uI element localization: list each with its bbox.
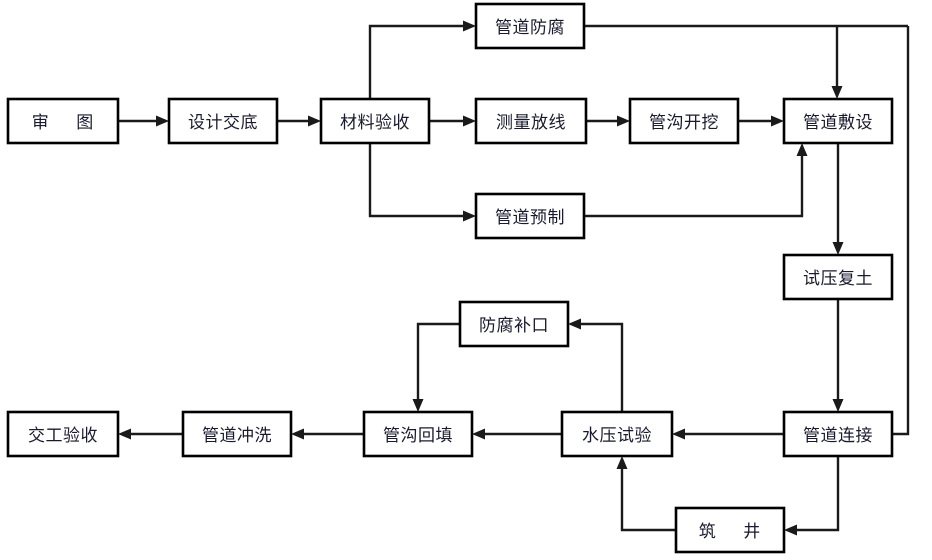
node-shuiya-shiyan-label: 水压试验 bbox=[582, 426, 652, 446]
node-cailiao-yanshou[interactable]: 材料验收 bbox=[319, 97, 431, 145]
node-guangou-kaiwa-label: 管沟开挖 bbox=[649, 113, 719, 133]
edge-fangfu-to-fushe-and-lianjie bbox=[584, 24, 910, 440]
node-shuiya-shiyan[interactable]: 水压试验 bbox=[560, 410, 674, 458]
node-jiaogong-yanshou-label: 交工验收 bbox=[28, 426, 98, 446]
edge-shuiya-to-fangfubukou bbox=[568, 318, 624, 412]
node-sheji-jiaodi-label: 设计交底 bbox=[188, 113, 258, 133]
node-fangfu-bukou-label: 防腐补口 bbox=[479, 316, 549, 336]
connector-layer bbox=[118, 20, 910, 536]
node-guandao-chongxi-label: 管道冲洗 bbox=[202, 426, 272, 446]
edge-shiya-to-lianjie bbox=[832, 299, 844, 412]
node-zhujing-label: 筑 井 bbox=[699, 522, 771, 542]
node-guangou-huitian[interactable]: 管沟回填 bbox=[362, 410, 474, 458]
edge-huitian-to-chongxi bbox=[291, 428, 364, 440]
node-celiang-fangxian[interactable]: 测量放线 bbox=[474, 97, 588, 145]
node-guandao-fangfu-label: 管道防腐 bbox=[495, 18, 565, 38]
node-sheji-jiaodi[interactable]: 设计交底 bbox=[167, 97, 279, 145]
edge-sheji-to-cailiao bbox=[277, 115, 321, 127]
node-guandao-fushe[interactable]: 管道敷设 bbox=[782, 97, 894, 145]
node-guandao-lianjie-label: 管道连接 bbox=[803, 426, 873, 446]
edge-guangou-to-fushe bbox=[738, 115, 784, 127]
edge-fushe-to-shiya bbox=[832, 143, 844, 255]
edge-cailiao-to-yuzhi bbox=[368, 143, 476, 222]
node-guandao-yuzhi[interactable]: 管道预制 bbox=[474, 192, 586, 240]
edge-shentu-to-sheji bbox=[118, 115, 169, 127]
node-guandao-yuzhi-label: 管道预制 bbox=[495, 208, 565, 228]
node-cailiao-yanshou-label: 材料验收 bbox=[340, 113, 410, 133]
node-shentu-label: 审 图 bbox=[32, 113, 104, 133]
edge-celiang-to-guangou bbox=[586, 115, 630, 127]
node-guandao-chongxi[interactable]: 管道冲洗 bbox=[181, 410, 293, 458]
node-shiya-futu-label: 试压复土 bbox=[803, 269, 873, 289]
edge-cailiao-to-celiang bbox=[429, 115, 476, 127]
node-guandao-fushe-label: 管道敷设 bbox=[803, 113, 873, 133]
edge-lianjie-to-shuiya bbox=[672, 428, 784, 440]
node-shentu[interactable]: 审 图 bbox=[6, 97, 120, 145]
edge-shuiya-to-huitian bbox=[472, 428, 562, 440]
edge-lianjie-to-zhujing bbox=[784, 456, 840, 536]
node-layer: 审 图 设计交底 材料验收 测量放线 管沟开挖 管道敷设 bbox=[6, 2, 894, 554]
node-zhujing[interactable]: 筑 井 bbox=[674, 506, 786, 554]
edge-cailiao-to-fangfu bbox=[368, 20, 476, 99]
node-guangou-huitian-label: 管沟回填 bbox=[383, 426, 453, 446]
node-jiaogong-yanshou[interactable]: 交工验收 bbox=[6, 410, 120, 458]
edge-zhujing-to-shuiya bbox=[616, 456, 676, 532]
edge-fangfubukou-to-huitian bbox=[412, 322, 460, 412]
node-shiya-futu[interactable]: 试压复土 bbox=[782, 253, 894, 301]
node-guangou-kaiwa[interactable]: 管沟开挖 bbox=[628, 97, 740, 145]
node-fangfu-bukou[interactable]: 防腐补口 bbox=[458, 300, 570, 348]
node-celiang-fangxian-label: 测量放线 bbox=[496, 113, 566, 133]
edge-yuzhi-to-fushe bbox=[584, 143, 808, 218]
node-guandao-fangfu[interactable]: 管道防腐 bbox=[474, 2, 586, 50]
edge-chongxi-to-jiaogong bbox=[118, 428, 183, 440]
node-guandao-lianjie[interactable]: 管道连接 bbox=[782, 410, 894, 458]
